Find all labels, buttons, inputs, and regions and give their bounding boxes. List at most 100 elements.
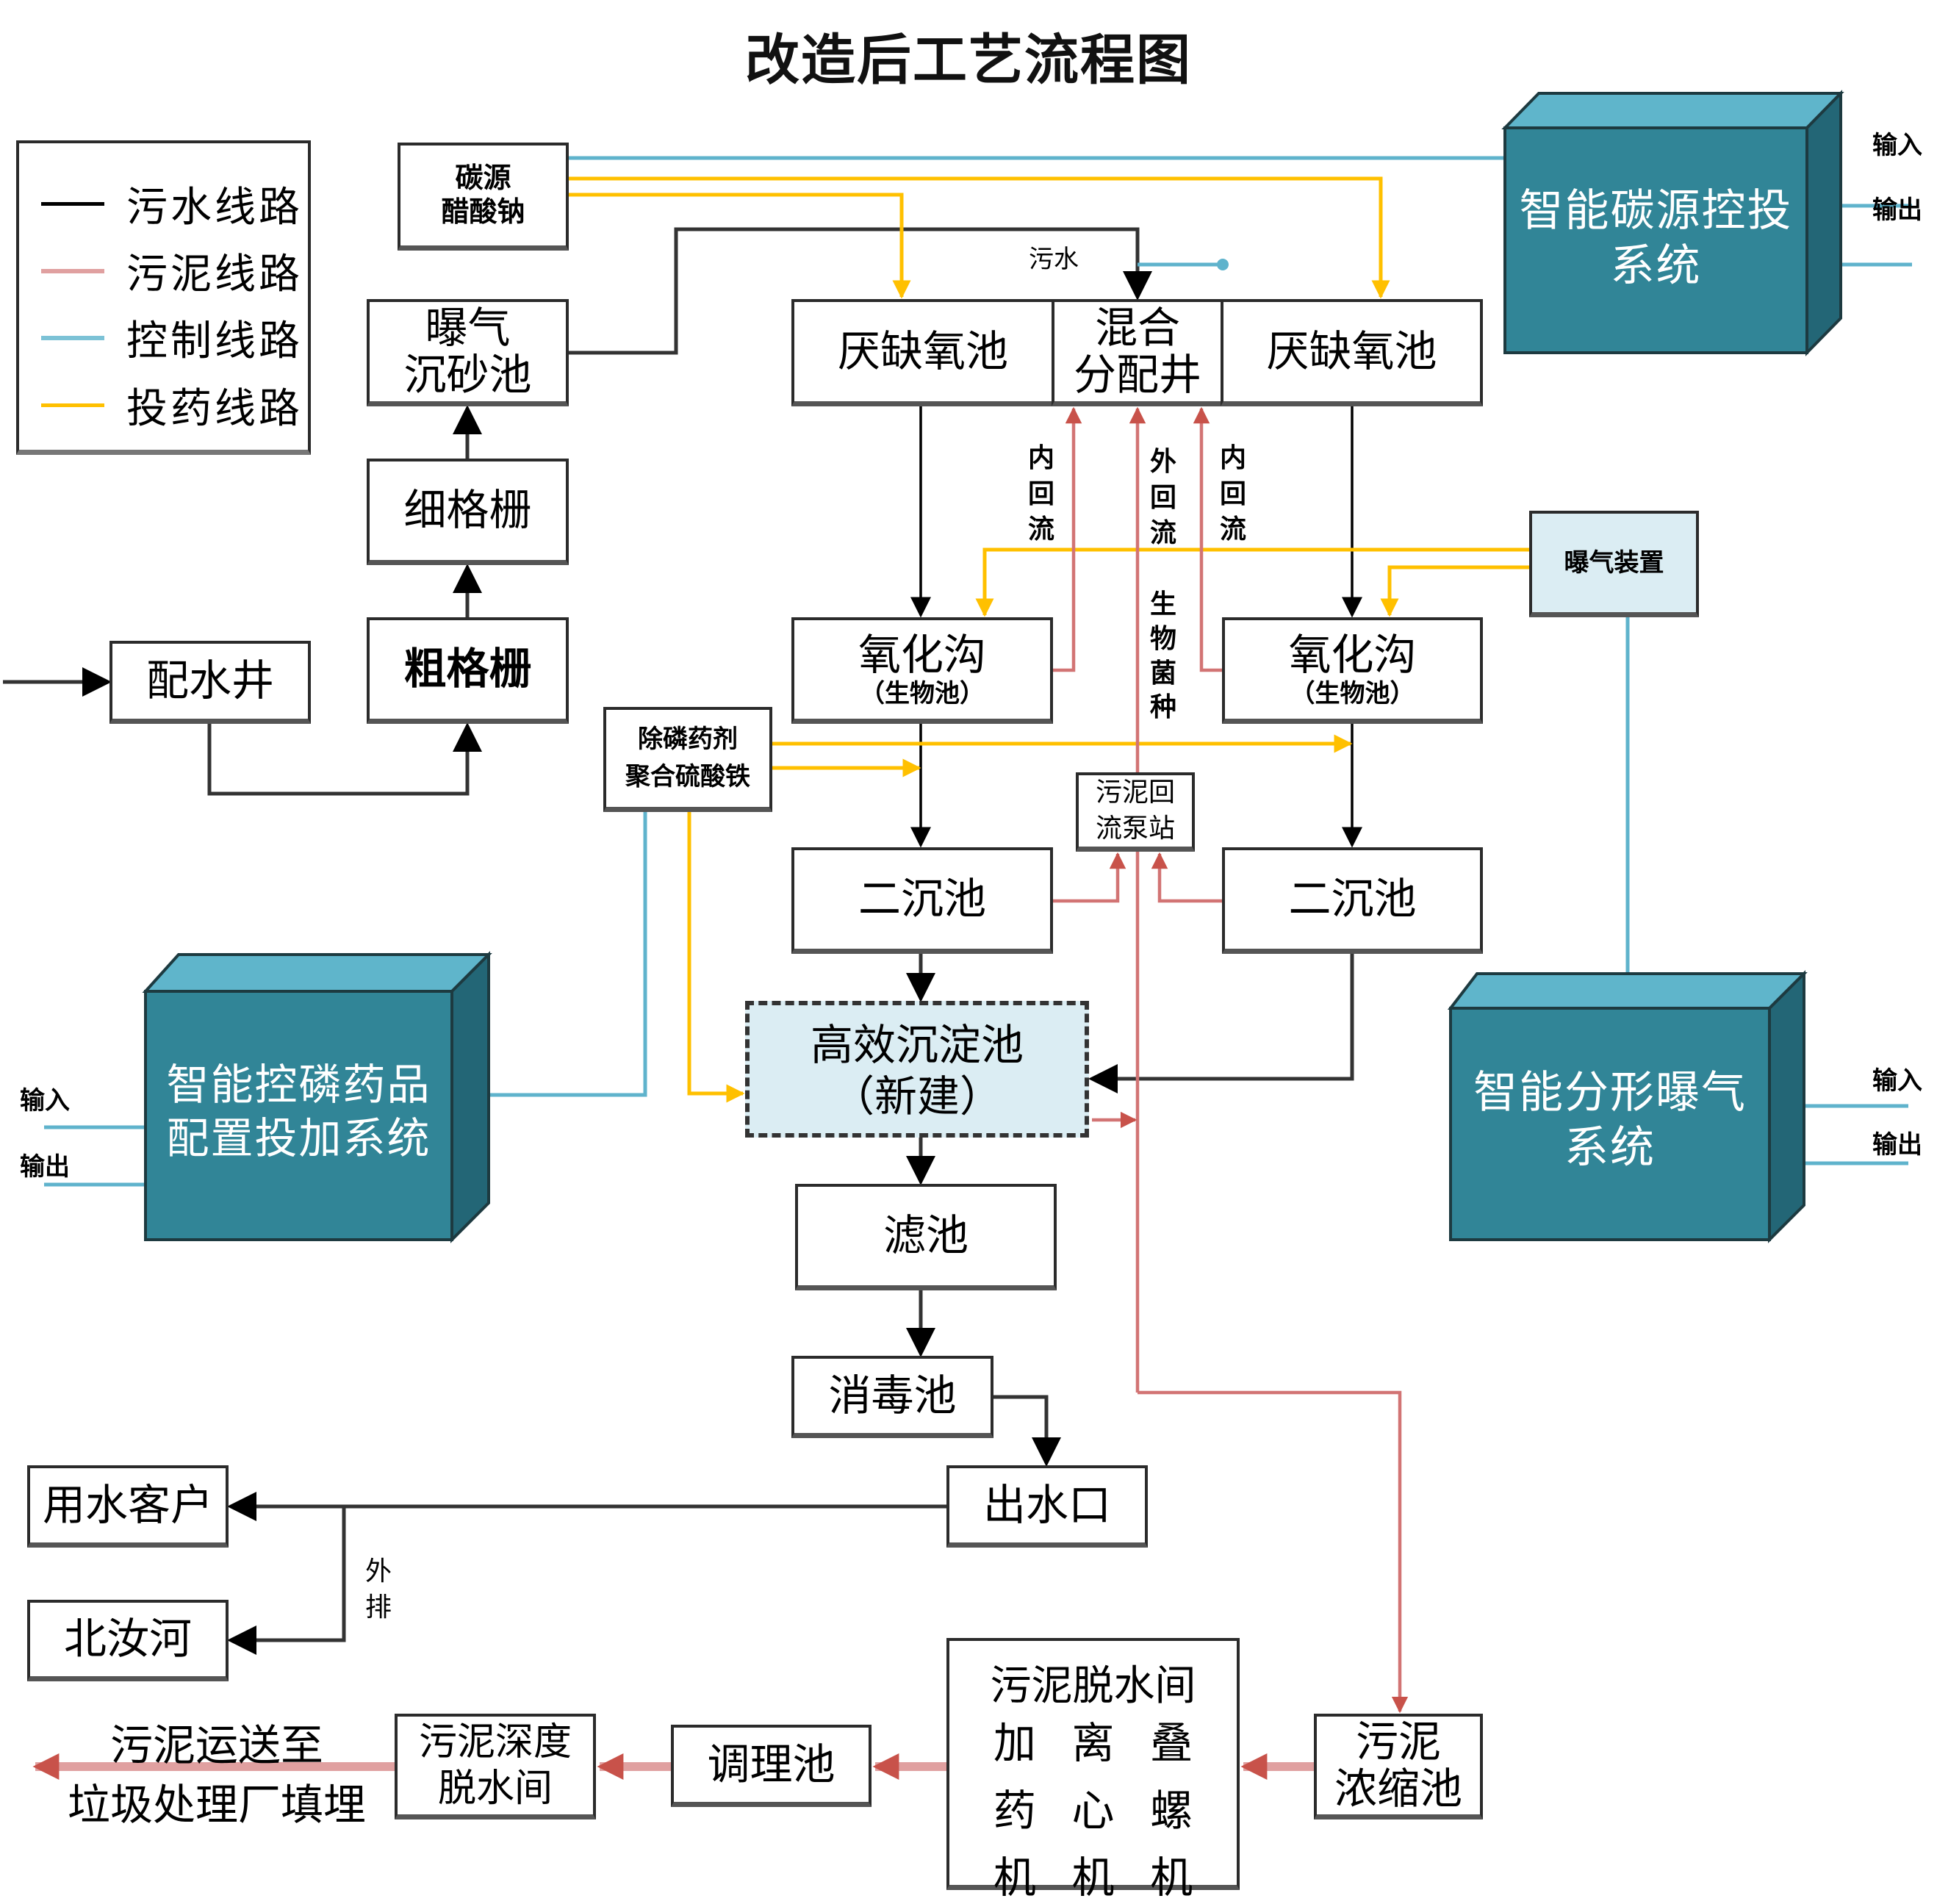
node-label: 用水客户 bbox=[42, 1479, 213, 1530]
aeration-control-system-label: 智能分形曝气 系统 bbox=[1451, 1066, 1769, 1176]
sludge-lines bbox=[1053, 406, 1409, 1714]
cube-top bbox=[1447, 972, 1808, 1010]
node-label: 厌缺氧池 bbox=[837, 326, 1008, 376]
node-label: 高效沉淀池 bbox=[810, 1020, 1024, 1070]
line-disinfection-to-outlet bbox=[993, 1395, 1061, 1467]
line-secondary-right-to-hes bbox=[1088, 954, 1354, 1093]
sewage-lines bbox=[3, 227, 1362, 1655]
sludge-line-swatch bbox=[41, 268, 104, 273]
node-label: 沉砂池 bbox=[403, 349, 532, 400]
node-deep-dewatering-room[interactable]: 污泥深度 脱水间 bbox=[395, 1714, 596, 1819]
cube-front bbox=[144, 990, 453, 1241]
node-label: 曝气 bbox=[425, 302, 511, 353]
inner-return-left-label: 内 回 流 bbox=[1027, 441, 1056, 548]
discharge-label: 外 排 bbox=[364, 1554, 393, 1625]
grid-char: 机 bbox=[1150, 1853, 1193, 1903]
legend-label: 污泥线路 bbox=[126, 251, 303, 298]
node-aerated-grit-chamber[interactable]: 曝气 沉砂池 bbox=[367, 299, 569, 406]
label-char: 菌 bbox=[1149, 658, 1176, 689]
node-oxidation-ditch-left[interactable]: 氧化沟 （生物池） bbox=[791, 617, 1053, 724]
grid-char: 叠 bbox=[1150, 1718, 1193, 1769]
outer-return-label: 外 回 流 bbox=[1149, 445, 1178, 552]
sewage-line-swatch bbox=[41, 202, 104, 206]
grid-char: 螺 bbox=[1150, 1785, 1193, 1836]
dosing-aeration-to-right-oxidation bbox=[1380, 565, 1529, 617]
dosing-lines bbox=[569, 176, 1529, 1103]
carbon-control-system-label: 智能碳源控投 系统 bbox=[1505, 184, 1807, 294]
node-mixing-distribution-well[interactable]: 混合 分配井 bbox=[1052, 299, 1223, 406]
system-label: 智能碳源控投 bbox=[1519, 185, 1793, 237]
node-filter[interactable]: 滤池 bbox=[795, 1184, 1057, 1290]
node-label: 调理池 bbox=[707, 1739, 835, 1789]
node-secondary-clarifier-right[interactable]: 二沉池 bbox=[1222, 847, 1483, 954]
label-char: 排 bbox=[364, 1592, 392, 1623]
cube-aeration-control[interactable] bbox=[1447, 970, 1808, 1243]
label-char: 流 bbox=[1149, 518, 1176, 549]
label-char: 回 bbox=[1027, 478, 1054, 509]
node-carbon-source[interactable]: 碳源 醋酸钠 bbox=[398, 143, 569, 251]
node-label: 曝气装置 bbox=[1564, 547, 1664, 578]
node-disinfection-tank[interactable]: 消毒池 bbox=[791, 1356, 993, 1438]
node-distribution-well[interactable]: 配水井 bbox=[109, 641, 311, 724]
label-char: 生 bbox=[1149, 589, 1176, 619]
node-conditioning-tank[interactable]: 调理池 bbox=[671, 1725, 872, 1807]
carbon-output-label: 输出 bbox=[1872, 195, 1922, 225]
label-char: 流 bbox=[1027, 514, 1054, 545]
node-fine-screen[interactable]: 细格栅 bbox=[367, 459, 569, 565]
node-oxidation-ditch-right[interactable]: 氧化沟 （生物池） bbox=[1222, 617, 1483, 724]
legend-label: 控制线路 bbox=[126, 317, 303, 365]
node-label: 配水井 bbox=[145, 655, 274, 706]
phosphorus-output-label: 输出 bbox=[20, 1152, 70, 1182]
cube-top bbox=[142, 953, 492, 993]
dosing-phos-to-hes bbox=[687, 812, 745, 1103]
node-coarse-screen[interactable]: 粗格栅 bbox=[367, 617, 569, 724]
aeration-input-label: 输入 bbox=[1872, 1066, 1922, 1096]
label-char: 种 bbox=[1149, 692, 1176, 723]
node-sludge-thickener[interactable]: 污泥 浓缩池 bbox=[1314, 1714, 1483, 1819]
dosing-carbon-to-right-anoxic bbox=[569, 176, 1390, 299]
line-grit-to-mixing bbox=[569, 227, 1152, 355]
node-label: 出水口 bbox=[982, 1479, 1111, 1530]
grid-char: 加 bbox=[993, 1718, 1036, 1769]
node-sludge-dewatering-room[interactable]: 污泥脱水间 加 离 叠 药 心 螺 机 机 机 bbox=[946, 1638, 1240, 1903]
system-label: 智能控磷药品 bbox=[166, 1060, 431, 1110]
label-line: 垃圾处理厂填埋 bbox=[67, 1780, 366, 1831]
legend: 污水线路 污泥线路 控制线路 投药线路 bbox=[16, 140, 311, 455]
grid-char: 离 bbox=[1071, 1718, 1115, 1769]
node-anoxic-tank-left[interactable]: 厌缺氧池 bbox=[791, 299, 1054, 406]
line-distribution-to-coarse bbox=[207, 722, 482, 796]
legend-item-sewage: 污水线路 bbox=[41, 174, 303, 234]
sludge-to-thickener bbox=[1138, 1390, 1409, 1714]
node-label: 滤池 bbox=[883, 1210, 968, 1261]
node-water-outlet[interactable]: 出水口 bbox=[946, 1465, 1148, 1548]
inner-return-left bbox=[1053, 406, 1082, 672]
node-phosphorus-removal-agent[interactable]: 除磷药剂 聚合硫酸铁 bbox=[603, 707, 772, 812]
cube-phosphorus-control[interactable] bbox=[142, 951, 492, 1243]
node-sludge-return-pump[interactable]: 污泥回 流泵站 bbox=[1076, 772, 1195, 852]
cube-carbon-control[interactable] bbox=[1501, 90, 1844, 356]
cube-side bbox=[1768, 970, 1805, 1243]
node-high-efficiency-sedimentation[interactable]: 高效沉淀池 （新建） bbox=[745, 1001, 1089, 1138]
dosing-line-swatch bbox=[41, 403, 104, 407]
aeration-output-label: 输出 bbox=[1872, 1130, 1922, 1160]
grid-char: 机 bbox=[1071, 1853, 1115, 1903]
legend-item-sludge: 污泥线路 bbox=[41, 241, 303, 301]
control-line-swatch bbox=[41, 335, 104, 340]
system-label: 配置投加系统 bbox=[166, 1113, 431, 1163]
bio-seed-label: 生 物 菌 种 bbox=[1149, 588, 1178, 725]
node-water-customer[interactable]: 用水客户 bbox=[27, 1465, 229, 1548]
node-sublabel: （生物池） bbox=[1290, 678, 1415, 708]
node-label: 聚合硫酸铁 bbox=[625, 762, 750, 791]
node-label: 粗格栅 bbox=[403, 644, 532, 694]
node-anoxic-tank-right[interactable]: 厌缺氧池 bbox=[1221, 299, 1483, 406]
node-label: 细格栅 bbox=[403, 485, 532, 536]
node-label: 分配井 bbox=[1073, 349, 1201, 400]
node-aeration-device[interactable]: 曝气装置 bbox=[1529, 511, 1699, 617]
cube-front bbox=[1503, 126, 1808, 354]
node-beiru-river[interactable]: 北汝河 bbox=[27, 1600, 229, 1681]
node-label: 北汝河 bbox=[63, 1614, 192, 1664]
line-discharge-to-river bbox=[227, 1506, 346, 1655]
label-char: 物 bbox=[1149, 623, 1176, 654]
node-secondary-clarifier-left[interactable]: 二沉池 bbox=[791, 847, 1053, 954]
